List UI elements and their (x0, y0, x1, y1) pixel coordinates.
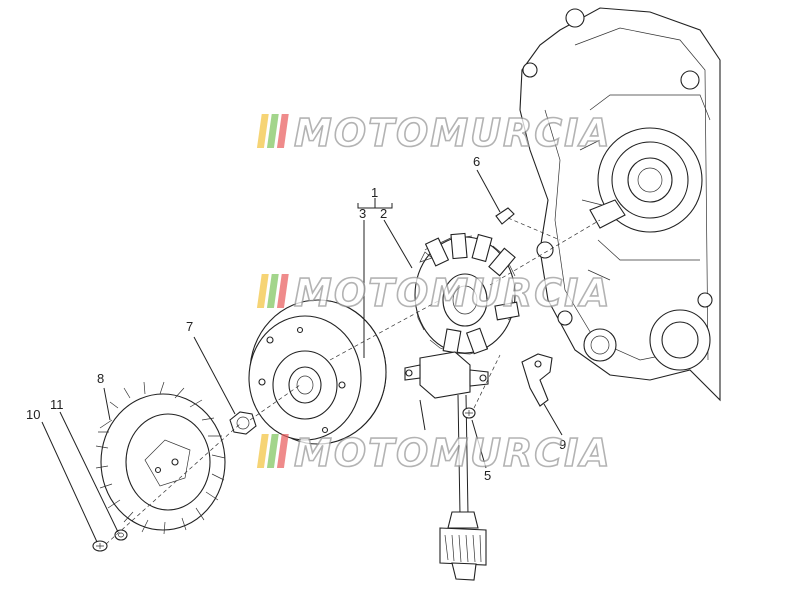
watermark-text: MOTOMURCIA (294, 111, 612, 155)
callout-6: 6 (473, 154, 480, 169)
watermark-stripe (256, 114, 269, 148)
flywheel-rotor (248, 299, 387, 445)
stator (414, 232, 520, 355)
watermark-stripe (266, 114, 279, 148)
watermark-text: MOTOMURCIA (294, 431, 612, 475)
callout-7: 7 (186, 319, 193, 334)
callout-10: 10 (26, 407, 40, 422)
watermark-stripe (256, 274, 269, 308)
callout-3: 3 (359, 206, 366, 221)
callout-9: 9 (559, 437, 566, 452)
leader-lines (41, 169, 563, 543)
woodruff-key (495, 207, 515, 225)
callout-8: 8 (97, 371, 104, 386)
callout-11: 11 (50, 397, 64, 412)
fan-washer (114, 529, 128, 541)
callout-labels: 1 2 3 5 6 7 8 9 10 11 (26, 154, 566, 483)
crankcase (519, 7, 721, 402)
callout-5: 5 (484, 468, 491, 483)
callout-2: 2 (380, 206, 387, 221)
watermark-middle: MOTOMURCIA (256, 270, 612, 316)
watermark-stripe (276, 114, 289, 148)
watermark-stripe (266, 434, 279, 468)
watermark-stripe (276, 274, 289, 308)
watermark-text: MOTOMURCIA (294, 271, 612, 315)
assembly-axes (105, 217, 601, 545)
watermark-stripe (266, 274, 279, 308)
flywheel-nut (229, 411, 257, 435)
cooling-fan (95, 381, 226, 535)
stator-screw (462, 407, 476, 419)
watermark-bottom: MOTOMURCIA (256, 430, 612, 476)
watermark-stripe (276, 434, 289, 468)
wire-bracket (521, 353, 553, 407)
fan-screw (92, 540, 108, 552)
watermark-top: MOTOMURCIA (256, 110, 612, 156)
pickup-wire-assembly (404, 351, 489, 581)
callout-1: 1 (371, 185, 378, 200)
watermark-stripe (256, 434, 269, 468)
